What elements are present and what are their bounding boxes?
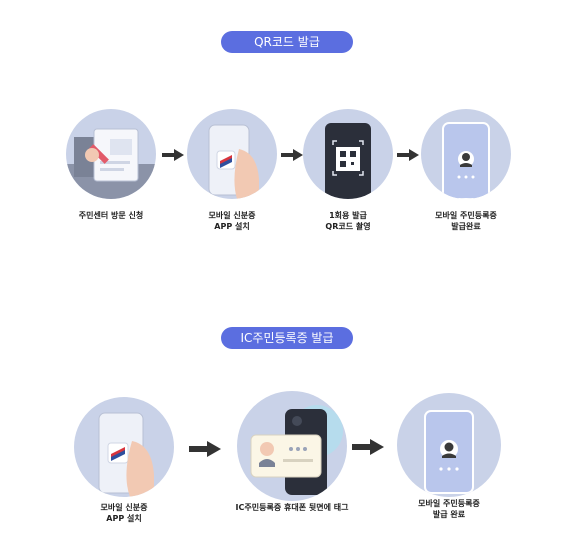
qr-step2-caption: 모바일 신분증 APP 설치 bbox=[177, 210, 287, 232]
application-form-icon bbox=[66, 128, 156, 199]
ic-step2-caption: IC주민등록증 휴대폰 뒷면에 태그 bbox=[212, 502, 372, 513]
qr-step2-circle bbox=[187, 109, 277, 199]
qr-section-title: QR코드 발급 bbox=[221, 31, 353, 53]
caption-line: APP 설치 bbox=[214, 222, 250, 231]
ic-step3-caption: 모바일 주민등록증 발급 완료 bbox=[389, 498, 509, 520]
caption-line: IC주민등록증 휴대폰 뒷면에 태그 bbox=[235, 503, 349, 512]
caption-line: APP 설치 bbox=[106, 514, 142, 523]
phone-app-icon bbox=[98, 412, 154, 497]
arrow-icon bbox=[189, 441, 221, 457]
qr-step3-circle bbox=[303, 109, 393, 199]
qr-step4-caption: 모바일 주민등록증 발급완료 bbox=[411, 210, 521, 232]
arrow-icon bbox=[162, 149, 184, 161]
caption-line: 모바일 주민등록증 bbox=[418, 499, 480, 508]
caption-line: QR코드 촬영 bbox=[325, 222, 371, 231]
caption-line: 모바일 신분증 bbox=[208, 211, 256, 220]
qr-step1-caption: 주민센터 방문 신청 bbox=[56, 210, 166, 221]
caption-line: 발급완료 bbox=[451, 222, 481, 231]
caption-line: 1회용 발급 bbox=[329, 211, 367, 220]
nfc-tag-icon bbox=[250, 405, 343, 495]
qr-step3-caption: 1회용 발급 QR코드 촬영 bbox=[293, 210, 403, 232]
ic-step2-circle bbox=[237, 391, 347, 501]
mobile-id-icon bbox=[442, 122, 490, 199]
phone-app-icon bbox=[208, 124, 259, 199]
arrow-icon bbox=[281, 149, 303, 161]
arrow-icon bbox=[352, 439, 384, 455]
ic-section-title: IC주민등록증 발급 bbox=[221, 327, 353, 349]
mobile-id-icon bbox=[424, 410, 474, 494]
caption-line: 주민센터 방문 신청 bbox=[78, 211, 144, 220]
qr-scan-icon bbox=[325, 123, 371, 199]
qr-step4-circle bbox=[421, 109, 511, 199]
ic-step1-caption: 모바일 신분증 APP 설치 bbox=[64, 502, 184, 524]
ic-step1-circle bbox=[74, 397, 174, 497]
caption-line: 모바일 주민등록증 bbox=[435, 211, 497, 220]
ic-step3-circle bbox=[397, 393, 501, 497]
qr-step1-circle bbox=[66, 109, 156, 199]
caption-line: 발급 완료 bbox=[432, 510, 466, 519]
caption-line: 모바일 신분증 bbox=[100, 503, 148, 512]
arrow-icon bbox=[397, 149, 419, 161]
